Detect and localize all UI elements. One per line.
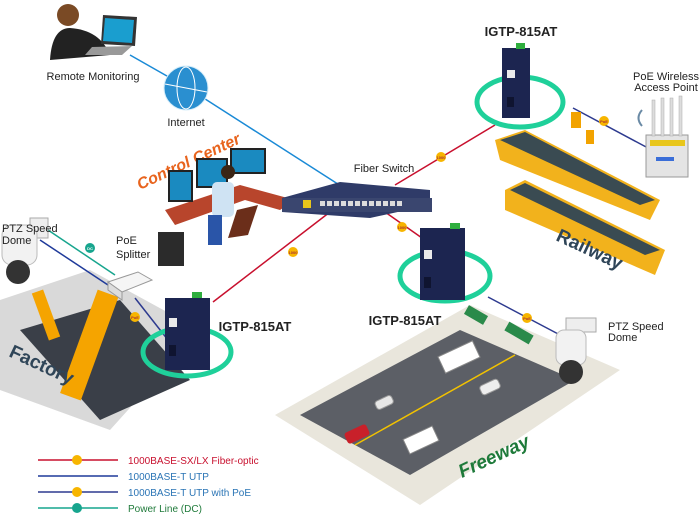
svg-text:1000: 1000 [289,250,299,255]
dc-link [44,227,116,276]
svg-text:PoE: PoE [523,316,531,321]
fiber-switch-label: Fiber Switch [354,163,415,175]
svg-text:1000: 1000 [398,225,408,230]
robot-arm [60,289,119,401]
fiber-link-left [212,211,331,303]
legend-item-dc: Power Line (DC) [38,503,202,515]
legend-item-utp: 1000BASE-T UTP [38,472,209,483]
utp-link-ptz-left [39,239,109,286]
poe-badge-icon [72,487,82,497]
svg-text:Power Line (DC): Power Line (DC) [128,504,202,515]
fiber-badge: 1000 [436,152,446,162]
control-center-desk [158,148,295,266]
svg-text:1000: 1000 [437,155,447,160]
splitter-label-line2: Splitter [116,249,151,261]
freeway-vehicles [344,305,534,455]
svg-text:1000BASE-T UTP: 1000BASE-T UTP [128,472,209,483]
poe-ap-label-line1: PoE Wireless [633,71,700,83]
road-center-line [354,354,516,446]
svg-text:1000BASE-T UTP with PoE: 1000BASE-T UTP with PoE [128,488,251,499]
poe-wireless-access-point[interactable] [637,95,689,178]
ptz-left-label-line2: Dome [2,235,31,247]
poe-splitter[interactable] [106,271,154,301]
fiber-switch[interactable] [282,182,432,218]
dc-badge-icon [72,503,82,513]
conveyor-belt [20,300,190,420]
igtp-device-left[interactable] [140,292,234,379]
ptz-left-label-line1: PTZ Speed [2,223,58,235]
ptz-right-label-line1: PTZ Speed [608,321,664,333]
poe-badge: PoE [130,312,140,322]
railway-trains [495,112,665,275]
dc-badge: DC [85,243,95,253]
remote-monitoring-person [50,4,137,60]
svg-text:PoE: PoE [131,315,139,320]
device-top-label: IGTP-815AT [485,24,558,39]
ptz-camera-left[interactable] [1,217,49,284]
legend: 1000BASE-SX/LX Fiber-optic 1000BASE-T UT… [38,455,259,515]
device-left-label: IGTP-815AT [219,319,292,334]
device-middle-label: IGTP-815AT [369,313,442,328]
fiber-badge-icon [72,455,82,465]
poe-badge: PoE [522,313,532,323]
remote-monitoring-label: Remote Monitoring [47,71,140,83]
robot-arm-2 [31,289,61,341]
internet-label: Internet [167,117,204,129]
legend-item-fiber: 1000BASE-SX/LX Fiber-optic [38,455,259,467]
poe-ap-label-line2: Access Point [634,82,698,94]
poe-badge: PoE [599,116,609,126]
svg-text:1000BASE-SX/LX Fiber-optic: 1000BASE-SX/LX Fiber-optic [128,456,259,467]
fiber-badge: 1000 [397,222,407,232]
igtp-device-top[interactable] [474,43,566,130]
poe-link-ap [572,107,649,149]
ptz-right-label-line2: Dome [608,332,637,344]
igtp-device-middle[interactable] [397,223,493,304]
legend-item-poe: 1000BASE-T UTP with PoE [38,487,251,499]
fiber-badge: 1000 [288,247,298,257]
svg-text:DC: DC [87,246,93,251]
svg-text:PoE: PoE [600,119,608,124]
freeway-road [300,330,575,475]
internet-globe-icon[interactable] [163,65,209,111]
ptz-camera-right[interactable] [555,317,597,384]
splitter-label-line1: PoE [116,235,137,247]
